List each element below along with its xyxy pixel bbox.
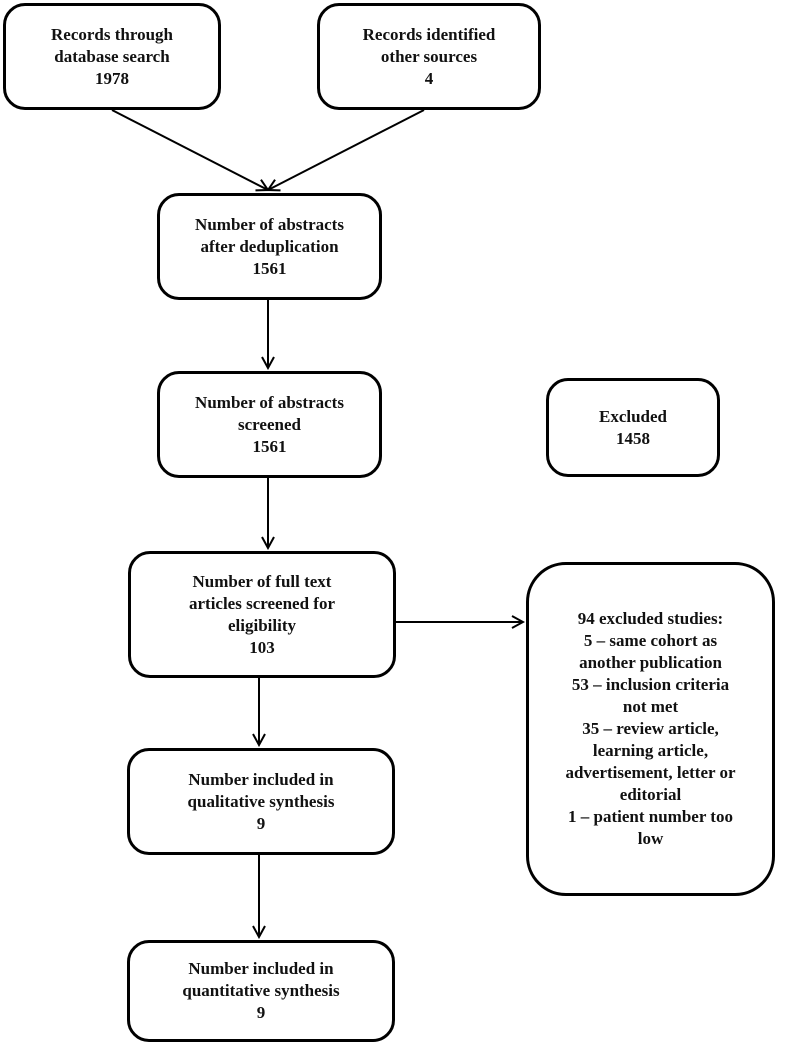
box-text-line: screened xyxy=(238,414,301,434)
box-text-line: 35 – review article, xyxy=(582,719,719,738)
box-text-line: Records identified xyxy=(362,24,496,44)
box-text-line: Number of full text xyxy=(192,571,332,591)
box-text-line: learning article, xyxy=(592,741,709,760)
box-text-line: Records through xyxy=(51,24,173,44)
box-text-line: 1978 xyxy=(95,68,129,88)
box-text-line: eligibility xyxy=(227,615,296,635)
box-text-line: not met xyxy=(622,697,679,716)
arrow-other-sources-to-dedup xyxy=(268,109,425,190)
box-text-line: 1561 xyxy=(252,258,287,278)
arrow-db-search-to-dedup xyxy=(111,109,268,190)
box-text-line: low xyxy=(637,829,664,848)
box-text-line: 103 xyxy=(249,637,275,657)
box-text-line: 4 xyxy=(424,68,434,88)
box-text-line: Excluded xyxy=(598,406,668,426)
quantitative-synthesis-box: Number included in quantitative synthesis… xyxy=(127,940,395,1042)
box-text-line: Number included in xyxy=(188,769,334,789)
box-text-line: quantitative synthesis xyxy=(182,981,340,1000)
box-text-line: Number included in xyxy=(188,959,334,978)
box-text-line: 94 excluded studies: xyxy=(577,609,724,628)
box-text-line: 1561 xyxy=(252,436,287,456)
box-text-line: editorial xyxy=(619,785,682,804)
excluded-studies-box: 94 excluded studies: 5 – same cohort as an… xyxy=(526,562,775,896)
box-text-line: advertisement, letter or xyxy=(565,763,736,782)
box-text-line: 1 – patient number too xyxy=(568,807,733,826)
box-text-line: Number of abstracts xyxy=(195,214,344,234)
box-text-line: articles screened for xyxy=(188,593,335,613)
box-text-line: Number of abstracts xyxy=(195,392,344,412)
quantitative-synthesis-text: Number included in quantitative synthesis… xyxy=(182,958,339,1024)
box-text-line: 9 xyxy=(256,813,266,833)
box-text-line: 53 – inclusion criteria xyxy=(571,675,730,694)
box-text-line: after deduplication xyxy=(200,236,339,256)
box-text-line: another publication xyxy=(579,653,722,672)
box-text-line: database search xyxy=(54,46,170,66)
excluded-studies-text: 94 excluded studies: 5 – same cohort as an… xyxy=(565,608,735,850)
box-text-line: 5 – same cohort as xyxy=(583,631,718,650)
box-text-line: other sources xyxy=(380,46,478,66)
box-text-line: qualitative synthesis xyxy=(187,791,335,811)
box-text-line: 1458 xyxy=(616,428,650,448)
box-text-line: 9 xyxy=(256,1003,266,1022)
